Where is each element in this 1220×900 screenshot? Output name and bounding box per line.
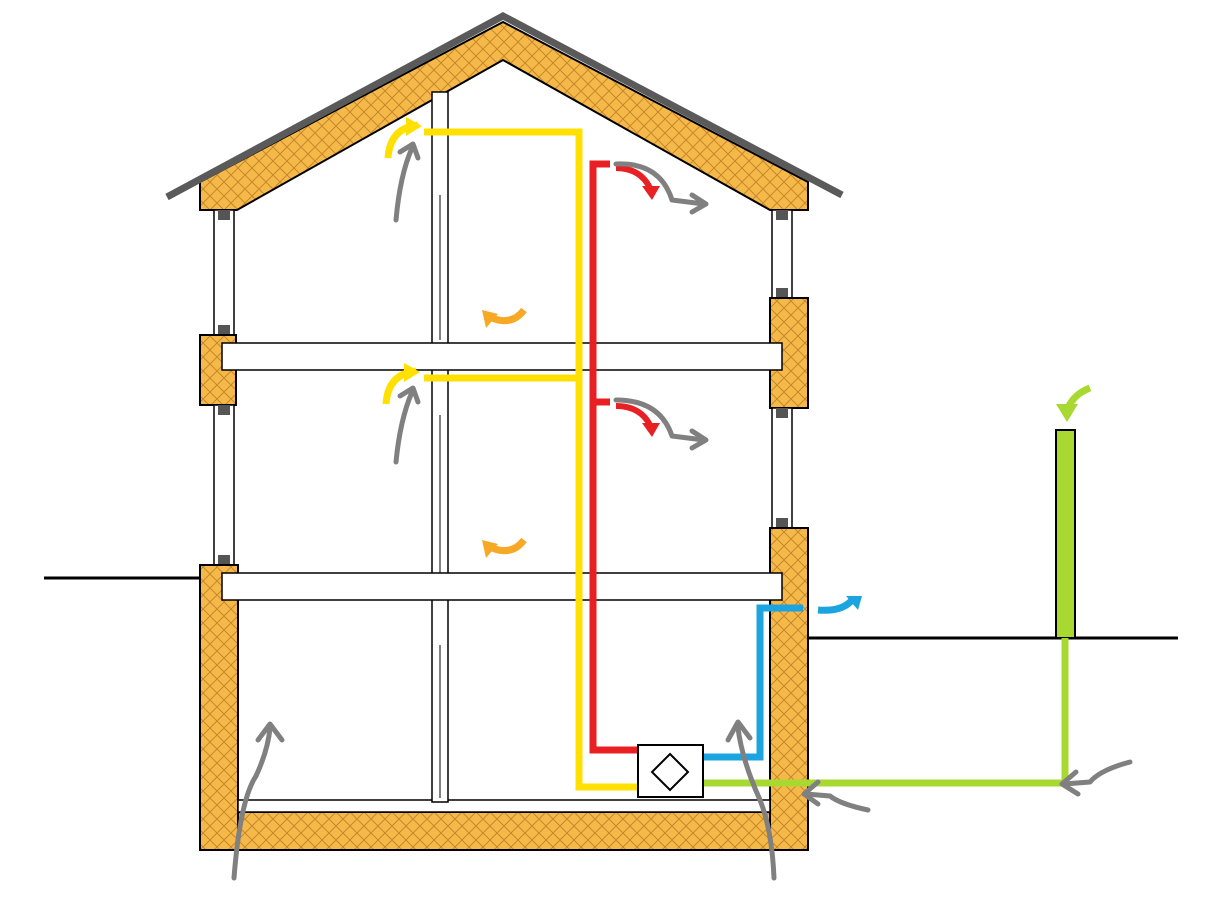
grey-flow-arrows bbox=[231, 141, 1133, 881]
roof-cover bbox=[165, 12, 844, 201]
transfer-arrow-upper bbox=[490, 307, 527, 325]
exhaust-arrow bbox=[817, 597, 855, 614]
window-right-middle bbox=[771, 407, 793, 529]
grey-arrow-mid-supply bbox=[393, 389, 415, 465]
grey-arrowhead-mid-extract bbox=[689, 428, 709, 451]
grey-arrow-attic-extract bbox=[613, 161, 707, 207]
extract-arrow-lower bbox=[615, 403, 653, 427]
supply-arrowhead-upper bbox=[406, 117, 422, 136]
grey-arrowhead-basement-left bbox=[255, 721, 285, 743]
window-left-middle bbox=[213, 404, 235, 566]
grey-arrow-mid-extract bbox=[613, 397, 707, 443]
grey-arrow-ground-intake bbox=[803, 791, 871, 813]
extract-duct-main bbox=[589, 160, 638, 754]
wall-insulation-left-lower bbox=[199, 564, 239, 851]
exhaust-arrowhead bbox=[846, 596, 862, 610]
floor-slab-upper bbox=[221, 342, 783, 371]
transfer-arrowhead-upper bbox=[482, 310, 498, 328]
transfer-arrowhead-lower bbox=[482, 540, 498, 558]
grey-arrow-basement-left bbox=[231, 725, 273, 881]
grey-arrow-basement-right bbox=[735, 725, 777, 881]
supply-arrowhead-lower bbox=[404, 363, 420, 382]
intake-column bbox=[1055, 429, 1076, 639]
grey-arrow-outdoor-intake bbox=[1061, 759, 1133, 787]
extract-arrowhead-lower bbox=[642, 423, 660, 437]
transfer-arrow-lower bbox=[490, 537, 527, 555]
intake-arrowhead bbox=[1056, 404, 1078, 422]
grey-arrowhead-ground-intake bbox=[801, 779, 821, 807]
heat-exchanger-icon bbox=[637, 744, 704, 798]
interior-partition bbox=[431, 91, 449, 803]
window-left-upper bbox=[213, 209, 235, 336]
floor-slab-lower bbox=[221, 572, 783, 601]
extract-arrowhead-upper bbox=[642, 186, 660, 200]
extract-arrow-upper bbox=[615, 165, 653, 190]
grey-arrow-attic-supply bbox=[393, 145, 415, 223]
supply-duct-main bbox=[424, 128, 638, 791]
floor-insulation bbox=[237, 811, 771, 851]
window-right-upper bbox=[771, 209, 793, 299]
grey-arrowhead-attic-supply bbox=[397, 141, 421, 161]
exhaust-duct bbox=[704, 604, 803, 761]
grey-arrowhead-attic-extract bbox=[689, 192, 709, 215]
grey-arrowhead-basement-right bbox=[725, 719, 753, 743]
basement-floor bbox=[237, 799, 771, 813]
grey-arrowhead-mid-supply bbox=[397, 385, 421, 405]
grey-arrowhead-outdoor-intake bbox=[1059, 769, 1081, 797]
roof-insulation bbox=[199, 20, 809, 211]
